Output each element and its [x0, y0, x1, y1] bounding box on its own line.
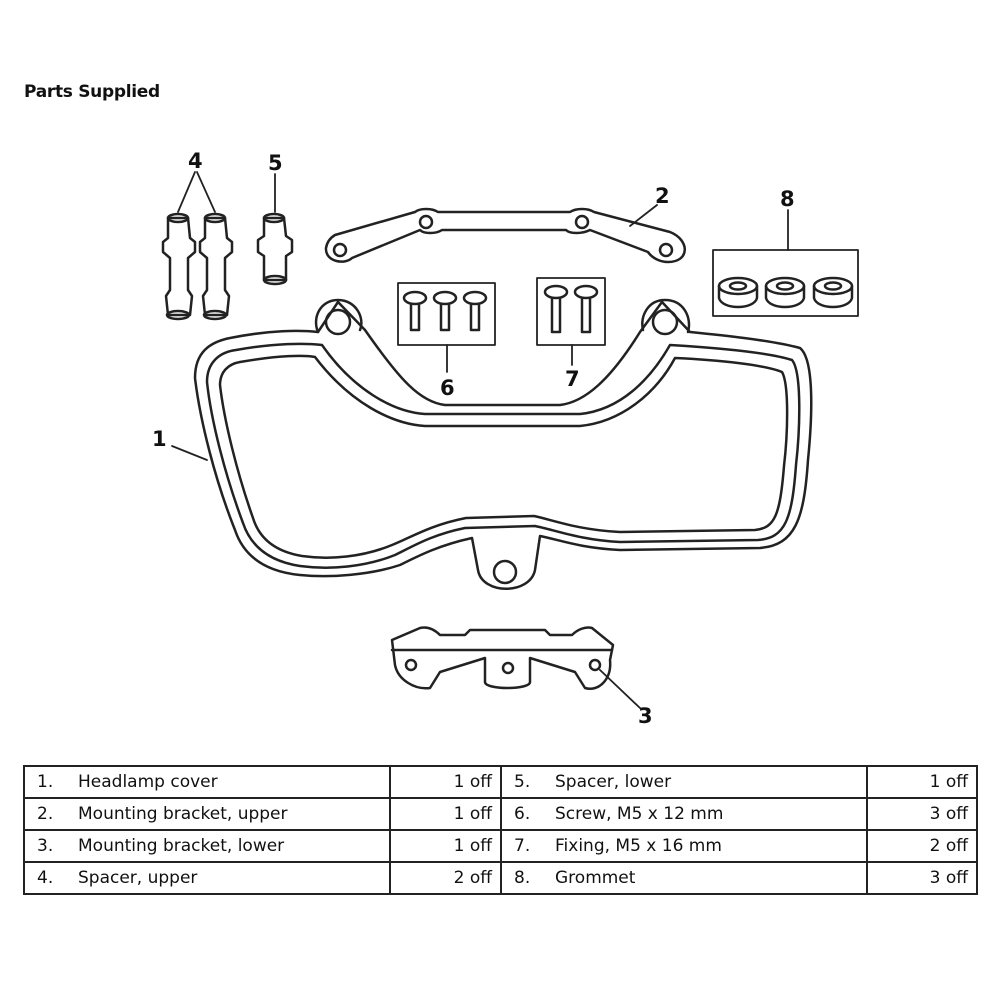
part-number: 2.: [23, 797, 70, 831]
part-description: Mounting bracket, lower: [70, 829, 391, 863]
part-quantity: 1 off: [389, 765, 502, 799]
table-row: 3. Mounting bracket, lower 1 off 7. Fixi…: [23, 829, 978, 863]
part-quantity: 2 off: [389, 861, 502, 895]
table-row: 1. Headlamp cover 1 off 5. Spacer, lower…: [23, 765, 978, 799]
callout-6: 6: [440, 376, 455, 400]
upper-spacer-drawing: [161, 212, 234, 321]
lower-spacer-drawing: [256, 212, 294, 286]
screws-m5x12-drawing: [397, 282, 496, 346]
lower-bracket-drawing: [390, 626, 615, 691]
part-description: Grommet: [547, 861, 868, 895]
part-description: Screw, M5 x 12 mm: [547, 797, 868, 831]
part-number: 3.: [23, 829, 70, 863]
headlamp-cover-drawing: [193, 298, 813, 590]
part-description: Fixing, M5 x 16 mm: [547, 829, 868, 863]
part-quantity: 1 off: [389, 797, 502, 831]
part-quantity: 1 off: [866, 765, 978, 799]
table-row: 2. Mounting bracket, upper 1 off 6. Scre…: [23, 797, 978, 831]
part-quantity: 2 off: [866, 829, 978, 863]
part-number: 1.: [23, 765, 70, 799]
callout-7: 7: [565, 367, 580, 391]
grommets-drawing: [712, 249, 859, 317]
parts-illustration: 4 5 2 8 6 7 1 3: [152, 149, 859, 728]
callout-1: 1: [152, 427, 167, 451]
table-row: 4. Spacer, upper 2 off 8. Grommet 3 off: [23, 861, 978, 895]
part-description: Spacer, upper: [70, 861, 391, 895]
leader-lines: [171, 171, 789, 709]
callout-8: 8: [780, 187, 795, 211]
callout-5: 5: [268, 151, 283, 175]
part-number: 7.: [500, 829, 547, 863]
callout-2: 2: [655, 184, 670, 208]
part-number: 8.: [500, 861, 547, 895]
part-number: 6.: [500, 797, 547, 831]
part-quantity: 3 off: [866, 797, 978, 831]
callout-4: 4: [188, 149, 203, 173]
parts-table: 1. Headlamp cover 1 off 5. Spacer, lower…: [23, 765, 978, 895]
part-quantity: 3 off: [866, 861, 978, 895]
fixings-m5x16-drawing: [536, 277, 606, 346]
part-description: Mounting bracket, upper: [70, 797, 391, 831]
part-number: 5.: [500, 765, 547, 799]
page-title: Parts Supplied: [24, 82, 160, 102]
upper-bracket-drawing: [324, 207, 686, 264]
part-description: Headlamp cover: [70, 765, 391, 799]
callout-3: 3: [638, 704, 653, 728]
part-number: 4.: [23, 861, 70, 895]
part-description: Spacer, lower: [547, 765, 868, 799]
part-quantity: 1 off: [389, 829, 502, 863]
